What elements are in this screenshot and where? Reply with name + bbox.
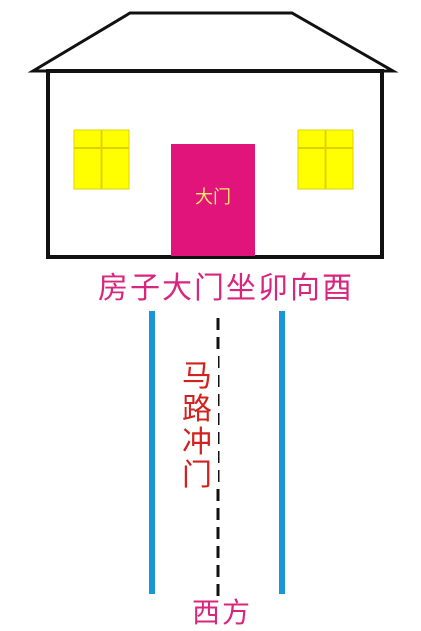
front-door <box>171 144 255 256</box>
road-label-char: 冲 <box>182 425 212 460</box>
direction-label: 西方 <box>192 596 252 629</box>
house-caption: 房子大门坐卯向酉 <box>98 271 354 306</box>
road-label-char: 路 <box>182 392 212 427</box>
house-roof <box>27 11 399 73</box>
door-label: 大门 <box>195 187 231 208</box>
left-window <box>73 129 130 190</box>
right-window <box>297 129 354 190</box>
road-label: 马 路 冲 门 <box>176 356 218 493</box>
road-label-char: 马 <box>182 359 212 394</box>
road-label-char: 门 <box>182 458 212 493</box>
